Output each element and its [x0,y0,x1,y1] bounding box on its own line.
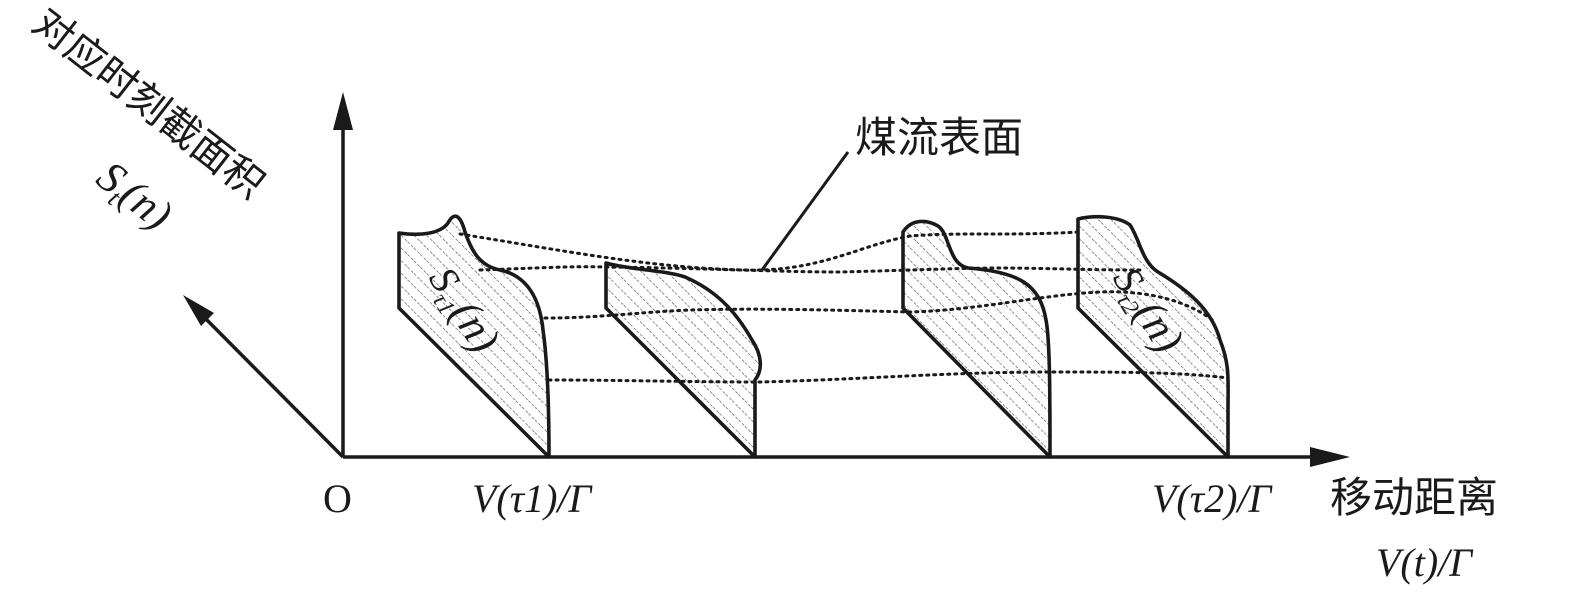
surface-line-4 [547,370,1230,384]
cross-section-3 [901,219,1052,459]
vertical-axis-arrowhead [333,92,353,130]
surface-lines [458,151,1230,384]
surface-line-3 [543,290,1217,324]
horizontal-axis-arrowhead [1310,447,1350,467]
x-tick-tau2: V(τ2)/Γ [1152,476,1274,521]
axes [183,92,1350,467]
surface-line-1 [458,230,1080,272]
surface-label: 煤流表面 [855,113,1023,162]
depth-axis [198,311,345,459]
surface-label-leader [760,151,850,271]
cross-section-2 [604,261,763,459]
x-axis-label: 移动距离 [1330,473,1498,522]
origin-label: O [323,476,352,521]
surface-line-2 [478,265,1142,274]
cross-sections [397,214,1230,459]
x-tick-tau1: V(τ1)/Γ [472,476,594,521]
labels: 对应时刻截面积 St(n) O V(τ1)/Γ V(τ2)/Γ 移动距离 V(t… [24,0,1498,585]
svg-text:St(n): St(n) [85,151,181,242]
depth-axis-arrowhead [183,295,214,326]
y-axis-symbol: St(n) [85,151,182,242]
x-axis-symbol: V(t)/Γ [1376,540,1474,585]
